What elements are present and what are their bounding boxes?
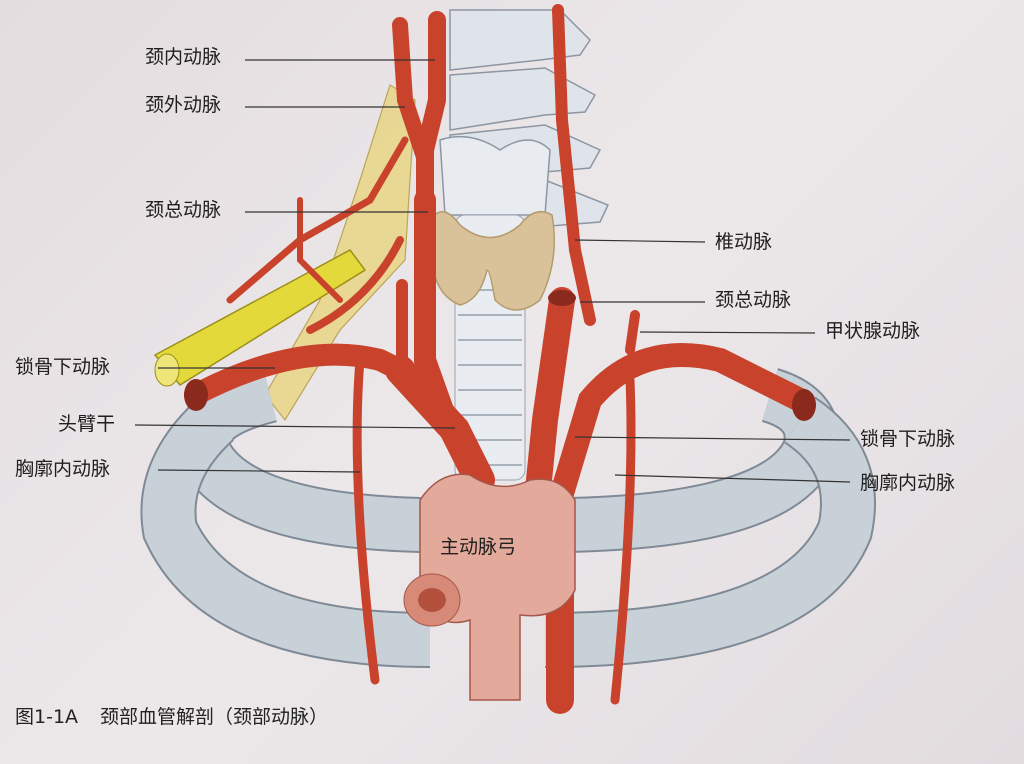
label-common-carotid-right: 颈总动脉 xyxy=(145,199,222,221)
thyroid-gland xyxy=(431,210,556,311)
label-subclavian-right: 锁骨下动脉 xyxy=(15,356,111,378)
label-vertebral: 椎动脉 xyxy=(715,231,773,253)
left-subclavian-artery xyxy=(548,343,812,512)
right-subclavian-artery xyxy=(184,343,431,406)
label-aortic-arch: 主动脉弓 xyxy=(440,536,517,558)
label-thyroid-artery: 甲状腺动脉 xyxy=(825,320,921,342)
internal-carotid-artery xyxy=(416,11,446,209)
label-internal-thoracic-left: 胸廓内动脉 xyxy=(860,472,956,494)
figure-caption: 图1-1A 颈部血管解剖（颈部动脉） xyxy=(15,702,350,729)
label-brachiocephalic-trunk: 头臂干 xyxy=(58,413,116,435)
left-vertebral-artery xyxy=(552,4,596,326)
label-internal-carotid: 颈内动脉 xyxy=(145,46,222,68)
left-internal-thoracic xyxy=(610,375,636,705)
label-external-carotid: 颈外动脉 xyxy=(145,94,222,116)
figure-number: 图1-1A xyxy=(15,706,79,728)
label-subclavian-left: 锁骨下动脉 xyxy=(860,428,956,450)
aortic-arch xyxy=(419,473,576,701)
brachiocephalic-trunk xyxy=(385,355,495,495)
thyroid-cartilage xyxy=(439,135,551,216)
label-common-carotid-left: 颈总动脉 xyxy=(715,289,792,311)
leader-lines xyxy=(134,59,851,483)
external-carotid-artery xyxy=(392,17,433,168)
sternocleidomastoid-muscle xyxy=(264,84,416,422)
label-internal-thoracic-right: 胸廓内动脉 xyxy=(15,458,111,480)
thyroid-artery xyxy=(625,310,640,355)
arteries xyxy=(184,4,812,714)
figure-title: 颈部血管解剖（颈部动脉） xyxy=(100,706,329,728)
right-internal-thoracic xyxy=(352,355,380,685)
